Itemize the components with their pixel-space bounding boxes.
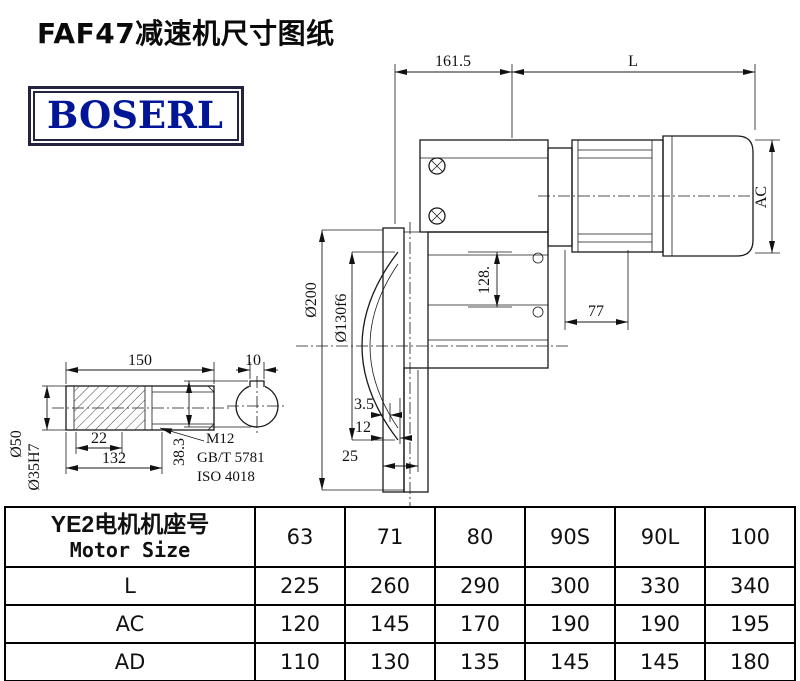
cell-L-71: 260 <box>344 566 436 606</box>
dim-L: L <box>628 53 638 70</box>
cell-AC-100: 195 <box>704 604 796 644</box>
table-header-row: YE2电机机座号 Motor Size 63 71 80 90S 90L 100 <box>4 506 796 568</box>
dim-flange-od: Ø200 <box>303 282 320 318</box>
col-header-90s: 90S <box>524 506 616 568</box>
dimension-table: YE2电机机座号 Motor Size 63 71 80 90S 90L 100… <box>4 506 796 681</box>
dim-10: 10 <box>245 352 261 369</box>
main-view-centerlines <box>296 195 752 508</box>
cell-AC-90s: 190 <box>524 604 616 644</box>
col-header-63: 63 <box>254 506 346 568</box>
cell-L-100: 340 <box>704 566 796 606</box>
cell-AC-71: 145 <box>344 604 436 644</box>
dim-50: Ø50 <box>8 430 25 458</box>
cell-AC-63: 120 <box>254 604 346 644</box>
dim-25: 25 <box>342 448 358 465</box>
cell-AC-80: 170 <box>434 604 526 644</box>
row-label-AD: AD <box>4 642 256 681</box>
cell-AD-100: 180 <box>704 642 796 681</box>
gearbox-housing <box>361 139 549 493</box>
dim-12: 12 <box>355 419 371 436</box>
cell-AD-63: 110 <box>254 642 346 681</box>
row-label-L: L <box>4 566 256 606</box>
dim-35h7: Ø35H7 <box>26 443 43 490</box>
table-row-L: L 225 260 290 300 330 340 <box>4 566 796 606</box>
dim-161-5: 161.5 <box>435 53 471 70</box>
cell-AD-90s: 145 <box>524 642 616 681</box>
standard-iso-label: ISO 4018 <box>197 469 255 485</box>
cell-AC-90l: 190 <box>614 604 706 644</box>
col-header-71: 71 <box>344 506 436 568</box>
dim-38-3: 38.3 <box>171 438 188 466</box>
dim-3-5: 3.5 <box>354 396 374 413</box>
main-view-dimensions: 161.5 L AC Ø200 Ø130f6 128. 77 3.5 <box>303 53 780 491</box>
cell-AD-90l: 145 <box>614 642 706 681</box>
boserl-logo-text: BOSERL <box>33 91 239 141</box>
col-header-90l: 90L <box>614 506 706 568</box>
thread-label: M12 <box>206 431 234 447</box>
col-header-100: 100 <box>704 506 796 568</box>
motor-size-header: YE2电机机座号 Motor Size <box>4 506 256 568</box>
motor-size-header-cn: YE2电机机座号 <box>50 511 210 537</box>
dim-spigot: Ø130f6 <box>333 294 350 343</box>
dim-AC: AC <box>753 186 770 208</box>
motor-size-header-en: Motor Size <box>69 538 191 562</box>
page-title: FAF47减速机尺寸图纸 <box>37 17 335 50</box>
motor-body <box>547 135 754 257</box>
cell-AD-71: 130 <box>344 642 436 681</box>
cell-L-90s: 300 <box>524 566 616 606</box>
shaft-detail <box>52 376 287 436</box>
dim-150: 150 <box>128 352 152 369</box>
dim-128: 128. <box>476 266 493 294</box>
shaft-detail-dimensions: 150 10 Ø50 Ø35H7 22 132 38.3 M12 GB/T 57… <box>8 352 278 491</box>
cell-AD-80: 135 <box>434 642 526 681</box>
row-label-AC: AC <box>4 604 256 644</box>
dim-132: 132 <box>102 450 126 467</box>
table-row-AD: AD 110 130 135 145 145 180 <box>4 642 796 681</box>
cell-L-90l: 330 <box>614 566 706 606</box>
standard-gbt-label: GB/T 5781 <box>197 450 265 466</box>
table-row-AC: AC 120 145 170 190 190 195 <box>4 604 796 644</box>
cell-L-80: 290 <box>434 566 526 606</box>
col-header-80: 80 <box>434 506 526 568</box>
cell-L-63: 225 <box>254 566 346 606</box>
boserl-logo: BOSERL <box>28 86 244 146</box>
dim-77: 77 <box>588 303 604 320</box>
dim-22: 22 <box>91 430 107 447</box>
